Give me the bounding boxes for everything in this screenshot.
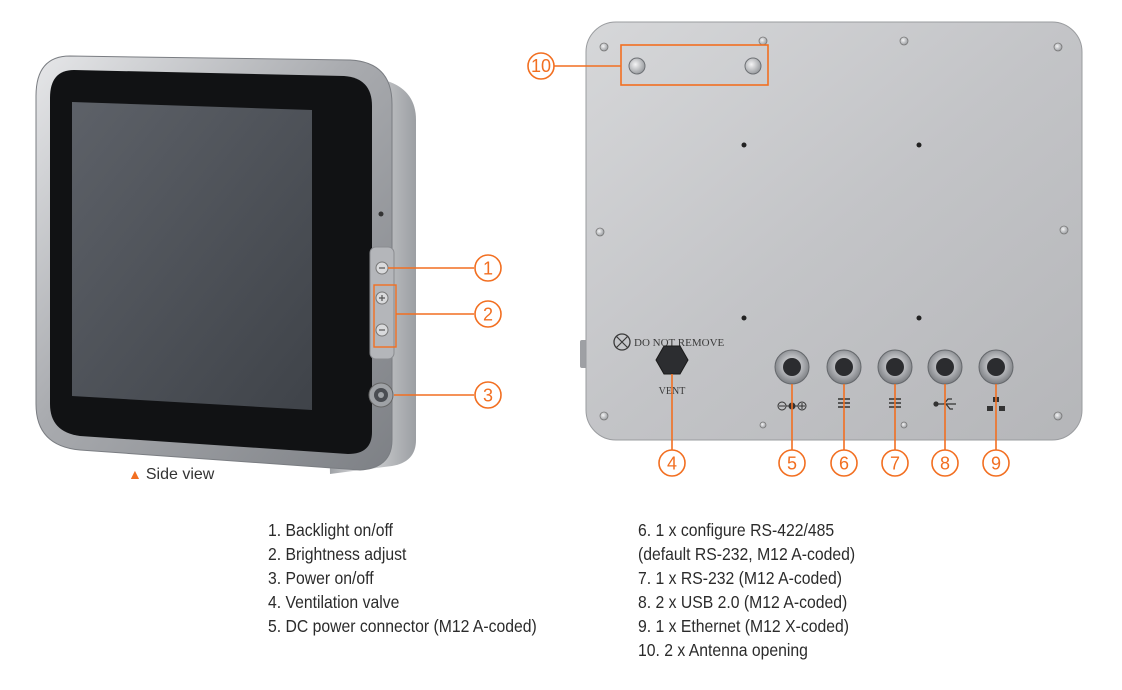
callout-8: 8 xyxy=(931,449,959,477)
callout-1: 1 xyxy=(474,254,502,282)
port-6 xyxy=(826,349,862,385)
port-5 xyxy=(774,349,810,385)
legend-item-7: 7. 1 x RS-232 (M12 A-coded) xyxy=(638,568,842,588)
callout-7-label: 7 xyxy=(890,454,900,474)
vent-valve xyxy=(655,345,689,375)
callout-lines-side xyxy=(373,267,474,396)
mounting-holes xyxy=(741,142,922,321)
brightness-down-icon xyxy=(375,323,389,337)
callout-9-label: 9 xyxy=(991,454,1001,474)
callout-4-label: 4 xyxy=(667,454,677,474)
port-9 xyxy=(978,349,1014,385)
callout-2: 2 xyxy=(474,300,502,328)
do-not-remove-label: DO NOT REMOVE xyxy=(634,337,725,349)
legend-item-9: 9. 1 x Ethernet (M12 X-coded) xyxy=(638,616,849,636)
legend-item-2: 2. Brightness adjust xyxy=(268,544,407,564)
side-view-caption: ▲Side view xyxy=(128,466,214,484)
callout-6-label: 6 xyxy=(839,454,849,474)
legend-item-6: 6. 1 x configure RS-422/485 xyxy=(638,520,835,540)
callout-7: 7 xyxy=(881,449,909,477)
callout-10: 10 xyxy=(527,52,555,80)
brightness-up-icon xyxy=(375,291,389,305)
callout-3: 3 xyxy=(474,381,502,409)
perimeter-screws xyxy=(595,36,1069,429)
callout-8-label: 8 xyxy=(940,454,950,474)
legend-item-10: 10. 2 x Antenna opening xyxy=(638,640,808,660)
legend-item-1: 1. Backlight on/off xyxy=(268,520,393,540)
ambient-sensor xyxy=(378,211,384,217)
rear-plate xyxy=(585,21,1083,441)
callout-5: 5 xyxy=(778,449,806,477)
legend-item-8: 8. 2 x USB 2.0 (M12 A-coded) xyxy=(638,592,848,612)
callout-lines-rear xyxy=(554,44,997,450)
legend-item-4: 4. Ventilation valve xyxy=(268,592,400,612)
legend-right: 6. 1 x configure RS-422/485 (default RS-… xyxy=(638,518,855,662)
legend-item-6-continuation: (default RS-232, M12 A-coded) xyxy=(638,544,856,564)
callout-2-label: 2 xyxy=(483,305,493,325)
legend-item-5: 5. DC power connector (M12 A-coded) xyxy=(268,616,537,636)
legend-left: 1. Backlight on/off 2. Brightness adjust… xyxy=(268,518,537,638)
port-8 xyxy=(927,349,963,385)
antenna-openings xyxy=(628,57,762,75)
legend-item-3: 3. Power on/off xyxy=(268,568,374,588)
callout-9: 9 xyxy=(982,449,1010,477)
device-screen xyxy=(72,102,312,410)
side-view-device xyxy=(35,55,416,474)
callout-4: 4 xyxy=(658,449,686,477)
callout-10-label: 10 xyxy=(531,56,551,76)
do-not-remove-icon xyxy=(613,333,631,351)
callout-3-label: 3 xyxy=(483,386,493,406)
callout-1-label: 1 xyxy=(483,259,493,279)
power-icon xyxy=(368,382,394,408)
backlight-icon xyxy=(375,261,389,275)
callout-6: 6 xyxy=(830,449,858,477)
port-7 xyxy=(877,349,913,385)
side-view-label: Side view xyxy=(145,466,215,483)
rear-panel: DO NOT REMOVE VENT xyxy=(580,21,1083,441)
triangle-marker-icon: ▲ xyxy=(128,466,142,482)
callout-5-label: 5 xyxy=(787,454,797,474)
